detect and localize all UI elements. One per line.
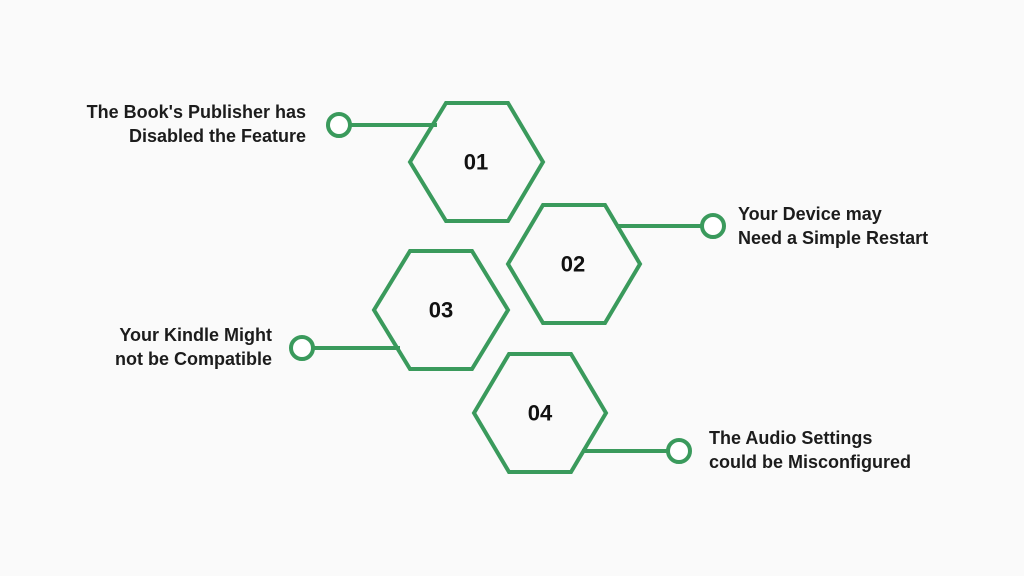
- hexagon-3: [371, 249, 511, 371]
- connector-dot-4: [666, 438, 692, 464]
- step-3-label: Your Kindle Might not be Compatible: [115, 323, 272, 371]
- step-2-label-line-2: Need a Simple Restart: [738, 228, 929, 248]
- hexagon-number-3: 03: [429, 298, 453, 323]
- hexagon-2: [505, 203, 643, 325]
- connector-dot-2: [700, 213, 726, 239]
- hexagon-number-1: 01: [464, 150, 488, 175]
- step-1-label-line-2: Disabled the Feature: [128, 126, 306, 146]
- step-1-label: The Book's Publisher has Disabled the Fe…: [87, 100, 306, 148]
- step-1: 01: [326, 101, 546, 223]
- step-1-label-line-1: The Book's Publisher has: [86, 102, 306, 122]
- step-4-label: The Audio Settings could be Misconfigure…: [709, 426, 911, 474]
- connector-dot-3: [289, 335, 315, 361]
- step-2-label: Your Device may Need a Simple Restart: [738, 202, 928, 250]
- hexagon-4: [471, 352, 609, 474]
- connector-dot-1: [326, 112, 352, 138]
- step-4-label-line-1: The Audio Settings: [709, 428, 873, 448]
- step-4-label-line-2: could be Misconfigured: [709, 452, 912, 472]
- hexagon-number-4: 04: [528, 401, 553, 426]
- hexagon-number-2: 02: [561, 252, 585, 277]
- step-3-label-line-2: not be Compatible: [115, 349, 272, 369]
- step-4: 04: [471, 352, 692, 474]
- step-3-label-line-1: Your Kindle Might: [119, 325, 272, 345]
- hexagon-1: [407, 101, 546, 223]
- step-2-label-line-1: Your Device may: [738, 204, 882, 224]
- step-3: 03: [289, 249, 511, 371]
- step-2: 02: [505, 203, 726, 325]
